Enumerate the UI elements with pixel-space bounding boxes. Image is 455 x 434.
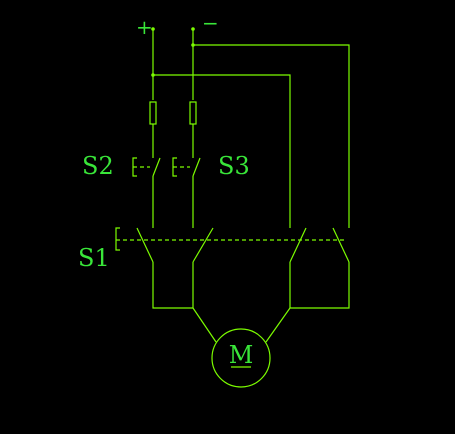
fuse-positive [149,101,157,125]
motor-lead-left [192,307,217,343]
left-output-loop [152,262,194,309]
switch-s1 [115,227,350,263]
junction-negative [191,43,195,47]
negative-terminal-label: − [202,11,219,35]
positive-terminal-label: + [136,15,153,39]
s1-label: S1 [78,244,110,272]
s3-label: S3 [218,152,250,180]
switch-s2 [132,157,161,228]
s2-label: S2 [82,152,114,180]
motor-lead-right [265,307,291,343]
positive-cross-feed [153,74,291,228]
motor-label: M [229,341,254,369]
junction-positive [151,73,155,77]
negative-cross-feed [193,44,350,228]
fuse-negative [189,101,197,125]
motor: M [211,328,271,388]
switch-s3 [172,157,201,228]
right-output-loop [289,262,350,309]
